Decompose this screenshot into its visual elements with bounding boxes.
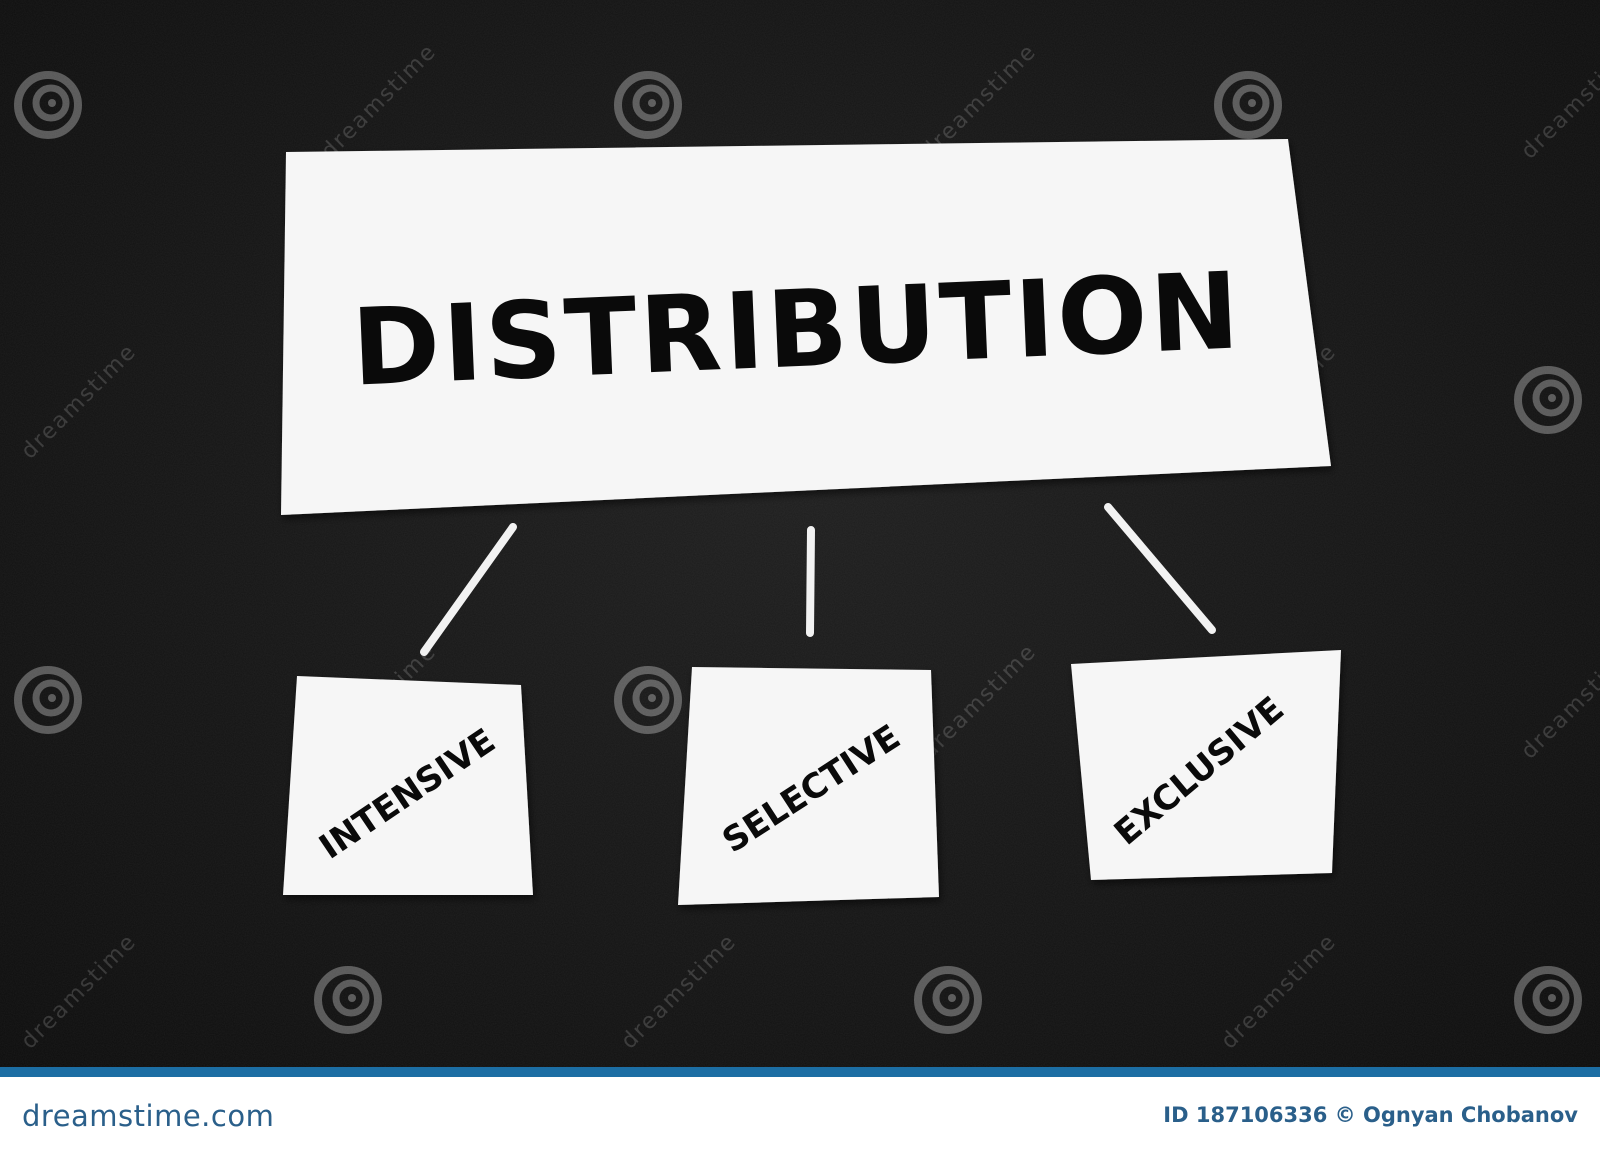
sub-card-selective: SELECTIVE (678, 667, 939, 905)
stock-footer: dreamstime.com ID 187106336 © Ognyan Cho… (0, 1067, 1600, 1157)
watermark-logo (614, 666, 682, 734)
connector-line-right (1104, 503, 1216, 634)
footer-stripe (0, 1067, 1600, 1077)
footer-credit: ID 187106336 © Ognyan Chobanov (1163, 1103, 1578, 1127)
watermark-logo (1214, 71, 1282, 139)
watermark-logo (914, 966, 982, 1034)
sub-card-selective-paper (678, 667, 939, 905)
main-card-paper (281, 139, 1331, 515)
watermark-logo (14, 666, 82, 734)
watermark-logo (1514, 966, 1582, 1034)
main-card: DISTRIBUTION (281, 139, 1331, 515)
footer-brand-link[interactable]: dreamstime.com (22, 1099, 275, 1133)
watermark-logo (1514, 366, 1582, 434)
connector-line-left (420, 523, 517, 656)
sub-card-exclusive: EXCLUSIVE (1071, 650, 1341, 880)
watermark-logo (14, 71, 82, 139)
sub-card-intensive-paper (283, 676, 533, 895)
watermark-logo (314, 966, 382, 1034)
sub-card-exclusive-paper (1071, 650, 1341, 880)
sub-card-intensive: INTENSIVE (283, 676, 533, 895)
connector-line-center (806, 526, 815, 637)
watermark-logo (614, 71, 682, 139)
